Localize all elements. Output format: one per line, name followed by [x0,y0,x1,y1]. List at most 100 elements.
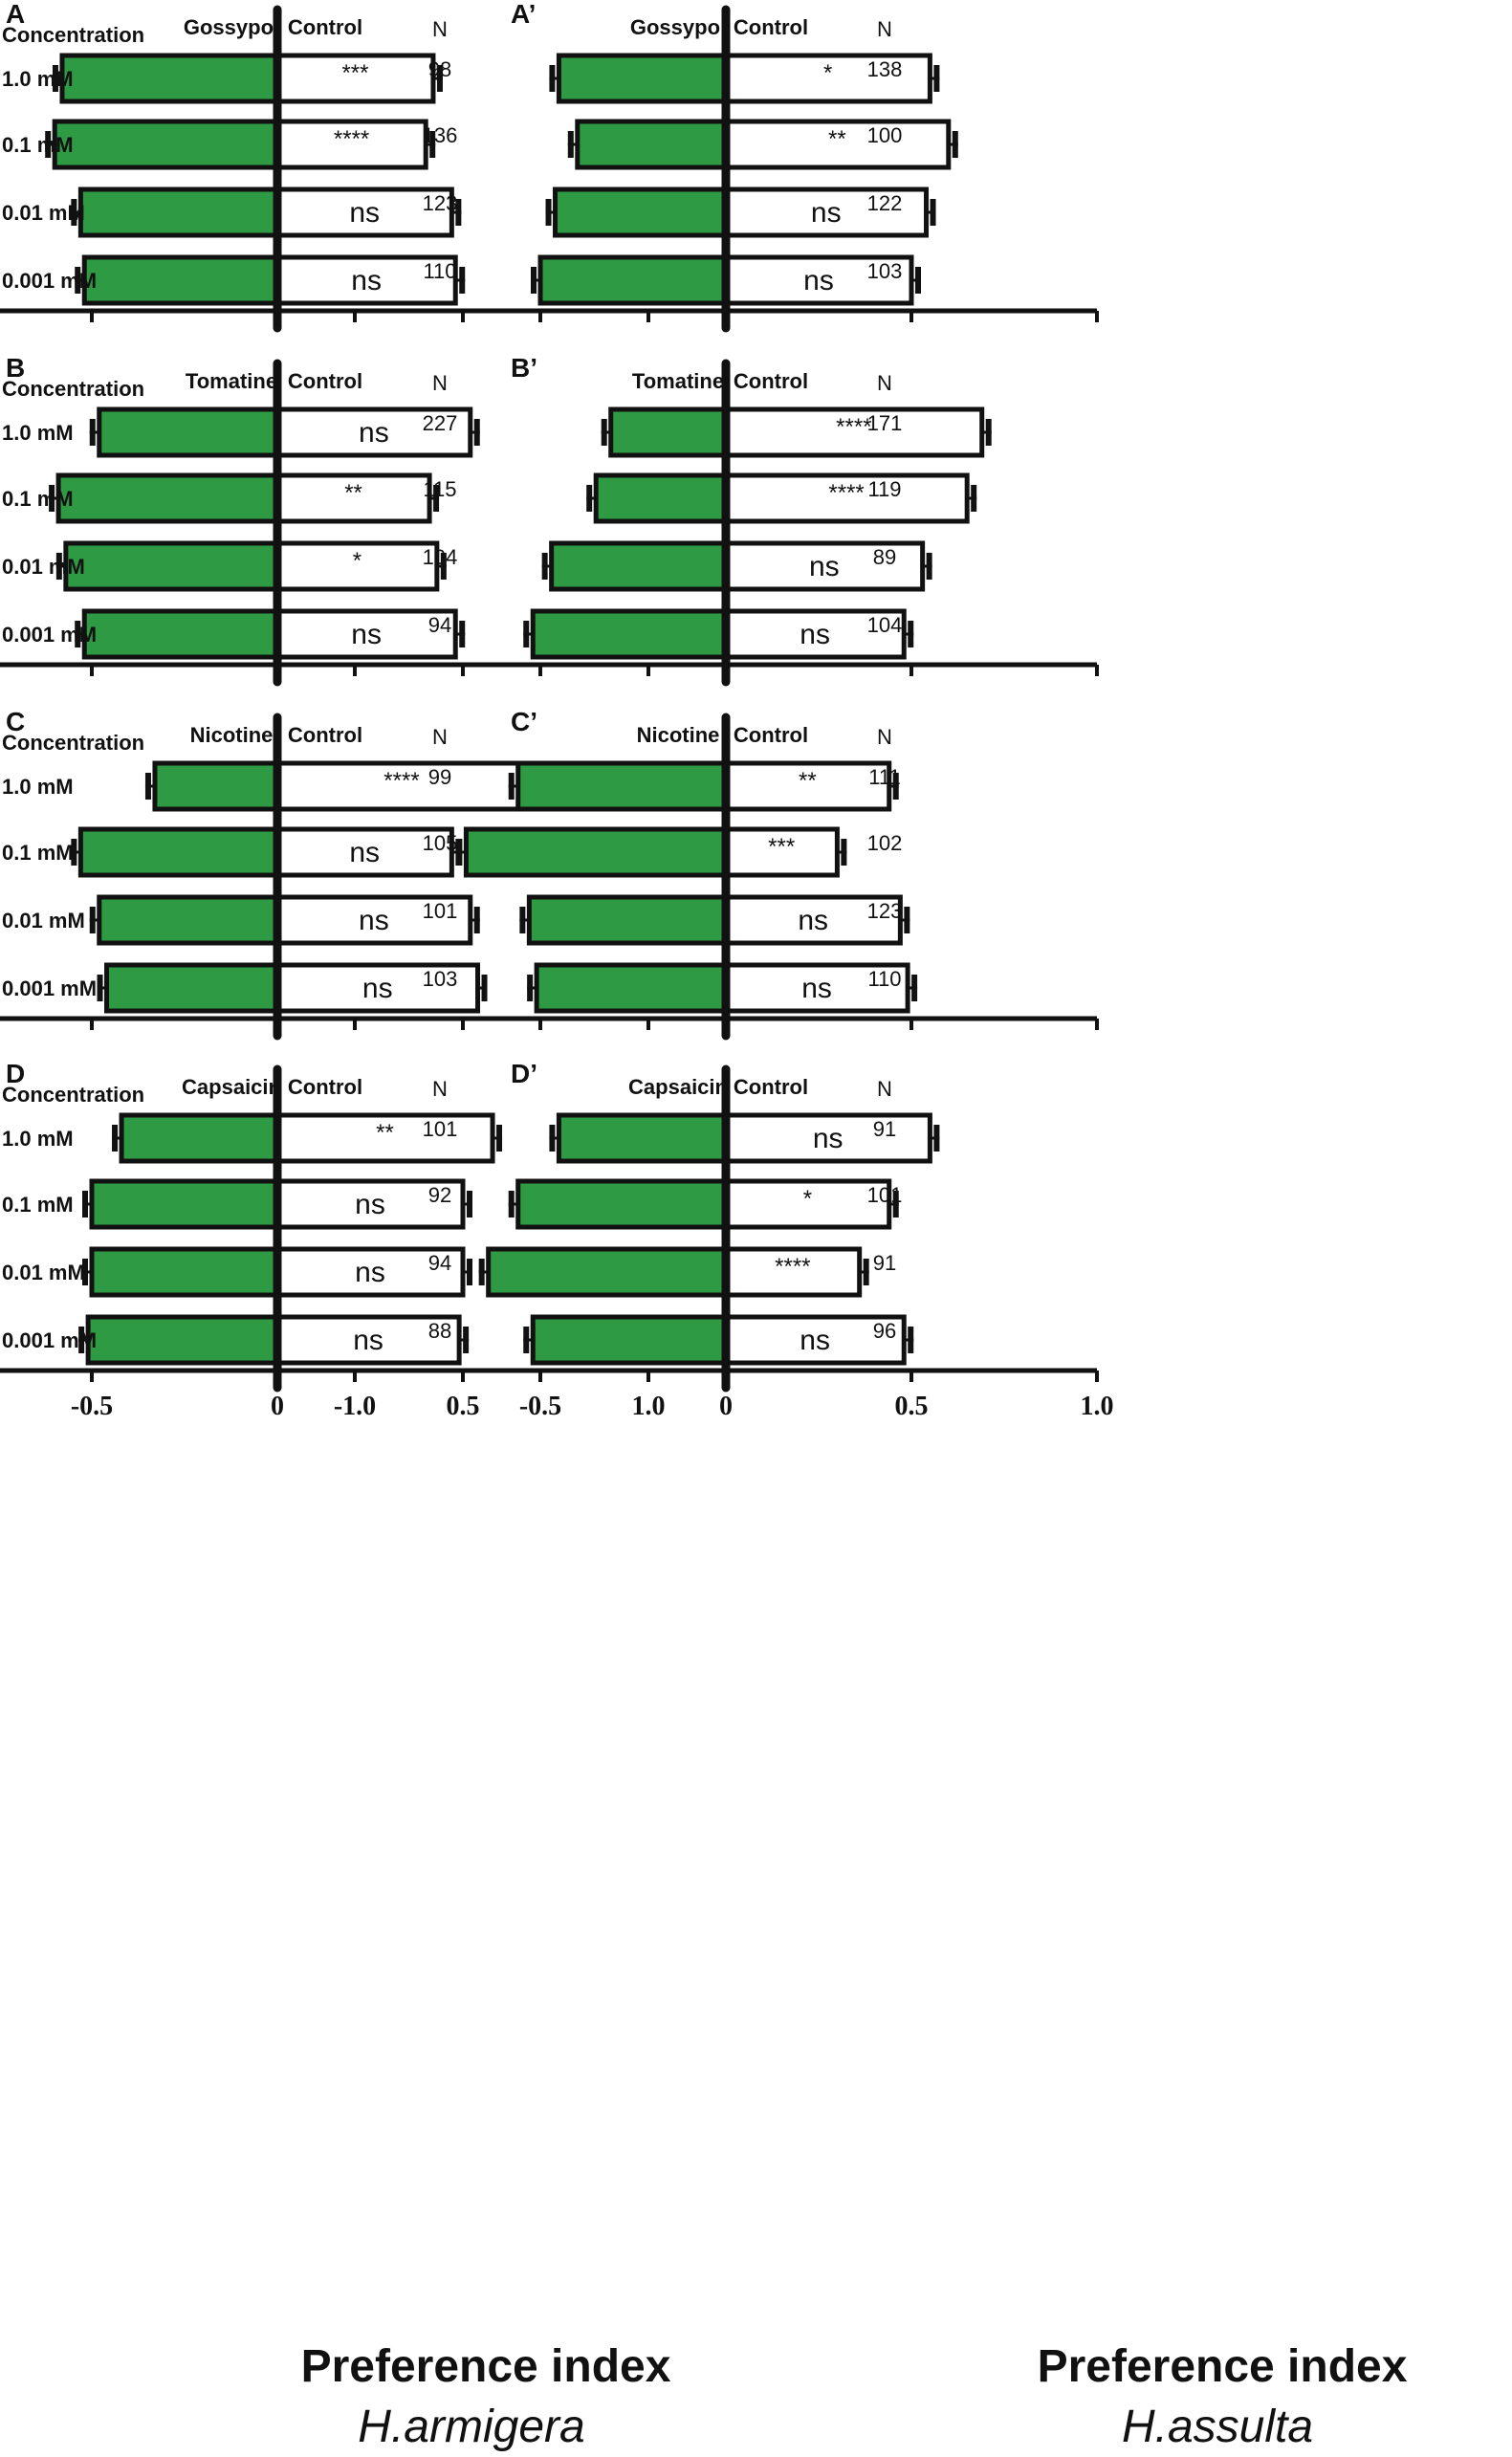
significance-label: ns [351,619,382,650]
panel-letter: C [6,707,25,736]
control-bar [274,119,428,170]
x-tick-label: -0.5 [519,1392,561,1421]
control-bar [274,254,458,306]
control-header: Control [734,1075,808,1099]
control-bar [274,760,529,812]
row-label-concentration: 1.0 mM [2,1127,74,1151]
control-bar [723,254,914,306]
treatment-bar [593,472,729,524]
significance-label: ** [376,1120,394,1146]
n-value: 110 [423,259,456,283]
treatment-header: Capsaicin [182,1075,281,1099]
treatment-bar [526,894,729,946]
n-value: 103 [867,259,903,283]
n-value: 91 [873,1251,896,1275]
control-header: Control [288,1075,362,1099]
n-value: 100 [867,123,903,147]
treatment-bar [104,962,280,1014]
significance-label: **** [383,768,419,794]
treatment-bar [81,608,280,660]
n-header: N [877,371,892,395]
row-header-concentration: Concentration [2,377,144,401]
row-label-concentration: 1.0 mM [2,421,74,445]
treatment-bar [97,406,280,458]
row-header-concentration: Concentration [2,23,144,47]
n-value: 136 [423,123,458,147]
n-header: N [877,17,892,41]
n-value: 104 [867,613,903,637]
n-value: 94 [428,1251,451,1275]
panel-letter: D [6,1059,25,1088]
treatment-bar [534,962,729,1014]
row-label-concentration: 1.0 mM [2,775,74,799]
n-value: 101 [867,1183,903,1207]
panel-letter: B’ [511,353,537,383]
control-bar [723,1246,863,1298]
significance-label: ns [355,1189,385,1220]
control-bar [274,472,432,524]
n-value: 138 [867,57,903,81]
significance-label: ns [809,551,840,582]
n-value: 91 [873,1117,896,1141]
n-header: N [877,725,892,749]
significance-label: ns [813,1123,844,1154]
treatment-header: Gossypol [184,15,279,39]
treatment-bar [556,53,729,104]
significance-label: ns [355,1257,385,1288]
n-header: N [432,725,448,749]
control-bar [723,760,892,812]
n-value: 119 [867,477,901,501]
xlabel-right: Preference index [1038,2341,1408,2392]
treatment-bar [575,119,729,170]
treatment-bar [486,1246,729,1298]
treatment-bar [152,760,280,812]
treatment-bar [77,826,280,878]
significance-label: ns [801,973,832,1004]
treatment-bar [97,894,280,946]
species-label-right: H.assulta [1122,2402,1313,2452]
row-header-concentration: Concentration [2,1083,144,1107]
significance-label: **** [828,480,864,506]
significance-label: **** [836,414,871,440]
treatment-bar [515,760,729,812]
footer-labels: Preference index H.armigera Preference i… [301,2341,1408,2452]
treatment-bar [530,608,729,660]
treatment-bar [537,254,729,306]
significance-label: **** [334,126,369,152]
row-label-concentration: 0.01 mM [2,909,85,932]
n-value: 94 [428,613,451,637]
row-label-concentration: 0.01 mM [2,1261,85,1284]
significance-label: ns [349,837,380,868]
n-value: 101 [423,1117,458,1141]
control-bar [723,119,952,170]
significance-label: * [803,1186,812,1212]
control-bar [723,962,910,1014]
treatment-header: Capsaicin [628,1075,728,1099]
significance-label: ns [811,197,842,229]
n-value: 98 [428,57,451,81]
n-value: 123 [423,191,458,215]
treatment-header: Tomatine [186,369,277,393]
panel-letter: D’ [511,1059,537,1088]
x-tick-label: 1.0 [1081,1392,1114,1421]
treatment-bar [530,1314,729,1366]
significance-label: ** [828,126,846,152]
row-label-concentration: 0.1 mM [2,1193,74,1217]
row-label-concentration: 0.001 mM [2,623,97,647]
significance-label: ns [353,1325,383,1356]
control-header: Control [288,15,362,39]
control-header: Control [734,15,808,39]
panel-letter: B [6,353,25,383]
treatment-bar [89,1178,280,1230]
x-tick-label: 0.5 [447,1392,480,1421]
control-bar [723,186,930,238]
treatment-bar [463,826,729,878]
panel-letter: A’ [511,0,536,29]
control-bar [723,1314,907,1366]
row-label-concentration: 0.1 mM [2,133,74,157]
significance-label: * [353,548,362,574]
